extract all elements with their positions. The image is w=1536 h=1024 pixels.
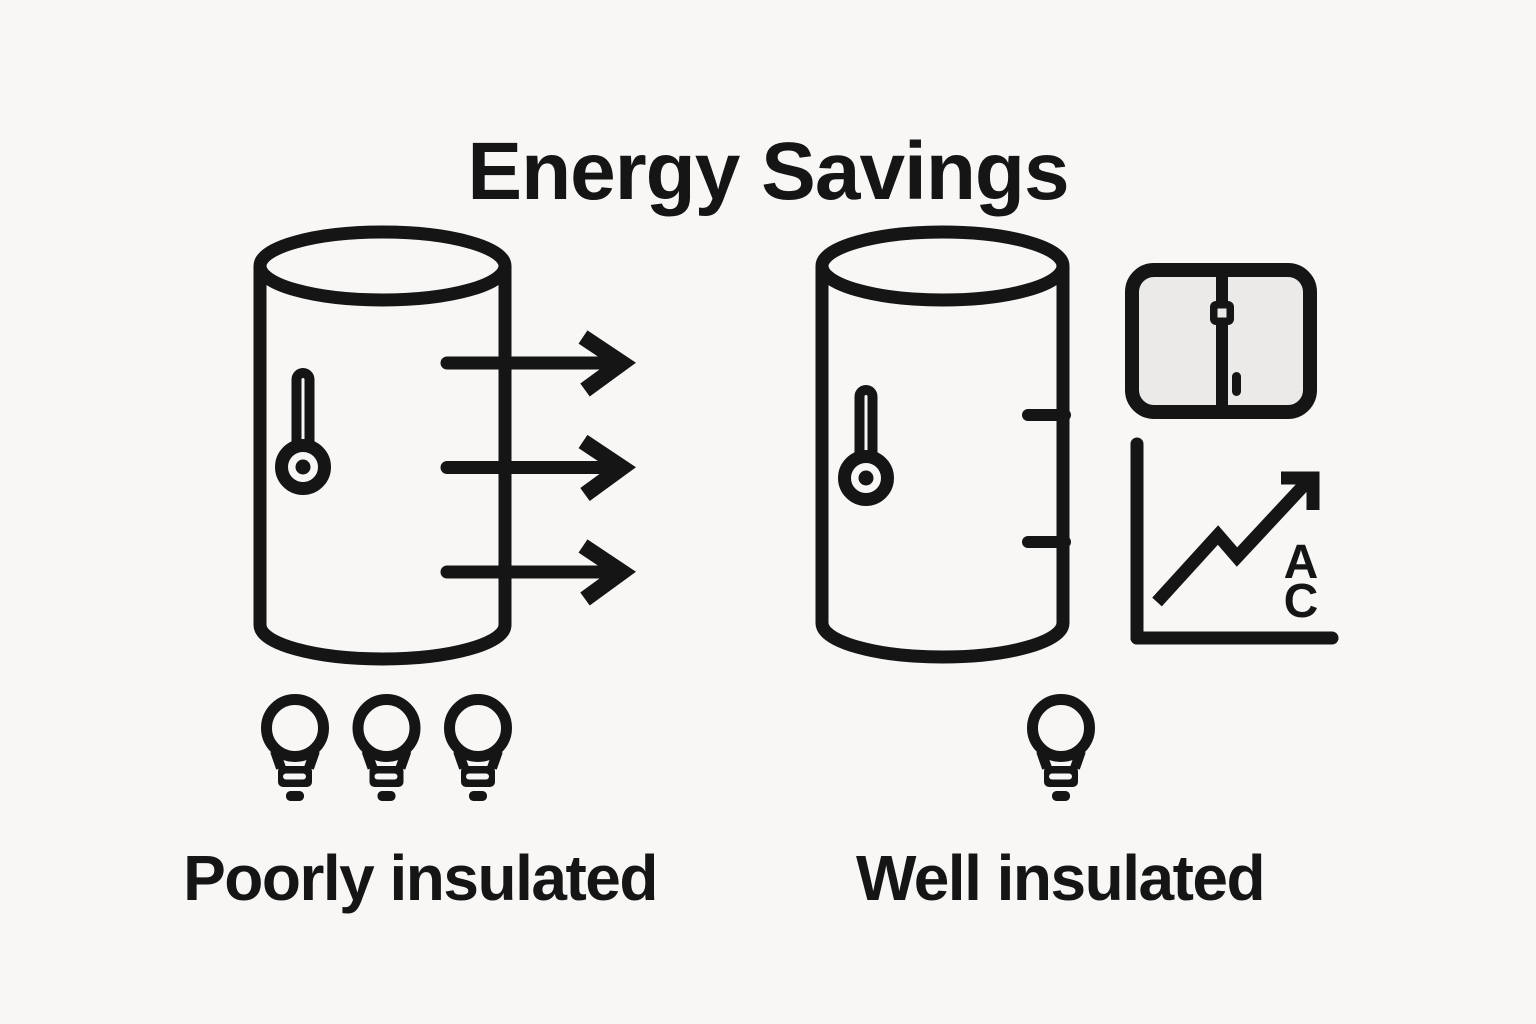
energy-rating-letter-a: A: [1284, 536, 1319, 589]
light-bulb-icon: [450, 700, 507, 802]
chart-axes: [1130, 437, 1339, 645]
window-latch-icon: [1210, 301, 1234, 325]
heat-loss-arrow-icon: [440, 434, 636, 501]
left-caption: Poorly insulated: [183, 842, 658, 914]
water-heater-tank-icon: [815, 225, 1070, 664]
heat-loss-arrow-icon: [440, 330, 636, 397]
window-handle-icon: [1232, 372, 1241, 396]
heat-loss-arrows: [440, 330, 636, 606]
water-heater-tank-icon: [253, 225, 512, 666]
left-light-bulbs: [250, 688, 530, 808]
poorly-insulated-tank-icon: [253, 225, 636, 666]
energy-rating-letter-c: C: [1284, 575, 1319, 628]
light-bulb-icon: [1033, 700, 1090, 802]
right-caption: Well insulated: [855, 842, 1266, 914]
insulation-tick-marks: [1022, 409, 1071, 548]
thermometer-icon: [275, 368, 331, 495]
closed-window-icon: [1125, 263, 1317, 419]
heat-loss-arrow-icon: [440, 539, 636, 606]
right-light-bulbs: [1016, 688, 1100, 808]
light-bulb-icon: [358, 700, 415, 802]
trend-arrow-icon: [1152, 471, 1320, 607]
efficiency-chart-icon: A C: [1130, 437, 1339, 645]
thermometer-icon: [838, 385, 894, 506]
well-insulated-tank-icon: [815, 225, 1071, 664]
page-title: Energy Savings: [467, 125, 1069, 217]
light-bulb-icon: [267, 700, 324, 802]
